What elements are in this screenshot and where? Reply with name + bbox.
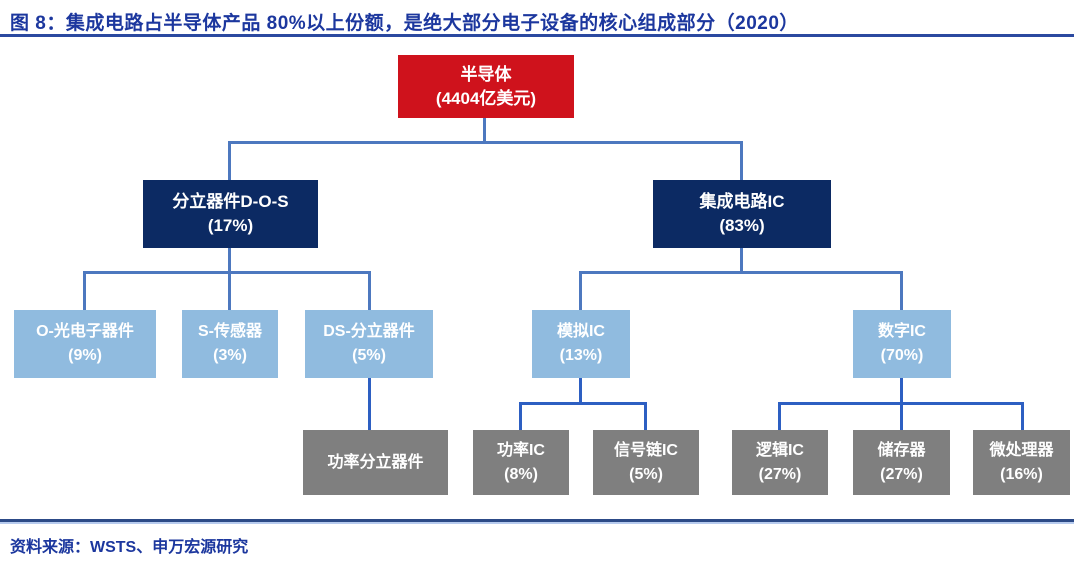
node-value: (27%)	[758, 465, 802, 483]
connector	[228, 248, 231, 310]
node-label: 集成电路IC	[699, 192, 785, 211]
connector	[368, 378, 371, 430]
node-sensor: S-传感器 (3%)	[182, 310, 278, 378]
node-label: 信号链IC	[613, 441, 678, 459]
connector	[740, 141, 743, 180]
connector	[740, 248, 743, 274]
connector	[483, 118, 486, 144]
node-value: (8%)	[504, 465, 538, 483]
node-label: O-光电子器件	[36, 323, 134, 340]
connector	[83, 271, 86, 310]
connector	[900, 271, 903, 310]
connector	[228, 141, 743, 144]
figure-title: 图 8：集成电路占半导体产品 80%以上份额，是绝大部分电子设备的核心组成部分（…	[10, 13, 799, 34]
node-label: 逻辑IC	[755, 441, 804, 459]
node-microprocessor: 微处理器 (16%)	[973, 430, 1070, 495]
connector	[228, 141, 231, 180]
source-note: 资料来源：WSTS、申万宏源研究	[10, 539, 249, 556]
node-label: 微处理器	[989, 441, 1054, 459]
footer-divider-shadow	[0, 522, 1074, 524]
connector	[519, 402, 522, 430]
node-label: 模拟IC	[556, 323, 605, 340]
node-label: S-传感器	[197, 323, 262, 340]
node-value: (5%)	[629, 465, 663, 483]
node-power-ic: 功率IC (8%)	[473, 430, 569, 495]
node-label: 半导体	[460, 64, 512, 84]
node-value: (27%)	[880, 465, 923, 483]
node-value: (5%)	[352, 347, 386, 364]
node-value: (3%)	[213, 347, 247, 364]
node-value: (70%)	[880, 347, 924, 364]
connector	[778, 402, 1024, 405]
footer-divider	[0, 519, 1074, 522]
node-label: 数字IC	[877, 323, 926, 340]
node-ds-discrete: DS-分立器件 (5%)	[305, 310, 433, 378]
connector	[1021, 402, 1024, 430]
connector	[579, 271, 903, 274]
node-power-discrete: 功率分立器件	[303, 430, 448, 495]
node-label: 功率分立器件	[327, 453, 424, 471]
connector	[778, 402, 781, 430]
node-label: 分立器件D-O-S	[172, 192, 289, 211]
node-signal-chain-ic: 信号链IC (5%)	[593, 430, 699, 495]
node-discrete-dos: 分立器件D-O-S (17%)	[143, 180, 318, 248]
node-label: 储存器	[877, 441, 926, 459]
node-label: 功率IC	[496, 441, 545, 459]
node-semiconductor: 半导体 (4404亿美元)	[398, 55, 574, 118]
connector	[579, 271, 582, 310]
connector	[368, 271, 371, 310]
node-value: (13%)	[559, 347, 603, 364]
connector	[644, 402, 647, 430]
node-value: (9%)	[68, 347, 102, 364]
title-divider	[0, 34, 1074, 37]
node-value: (17%)	[207, 216, 254, 235]
connector	[579, 378, 582, 405]
node-digital-ic: 数字IC (70%)	[853, 310, 951, 378]
node-optoelectronics: O-光电子器件 (9%)	[14, 310, 156, 378]
node-logic-ic: 逻辑IC (27%)	[732, 430, 828, 495]
connector	[519, 402, 647, 405]
node-value: (16%)	[1000, 465, 1043, 483]
node-analog-ic: 模拟IC (13%)	[532, 310, 630, 378]
node-label: DS-分立器件	[323, 323, 415, 340]
node-memory: 储存器 (27%)	[853, 430, 950, 495]
node-integrated-circuit: 集成电路IC (83%)	[653, 180, 831, 248]
node-value: (83%)	[719, 216, 765, 235]
node-value: (4404亿美元)	[435, 88, 537, 108]
connector	[83, 271, 371, 274]
